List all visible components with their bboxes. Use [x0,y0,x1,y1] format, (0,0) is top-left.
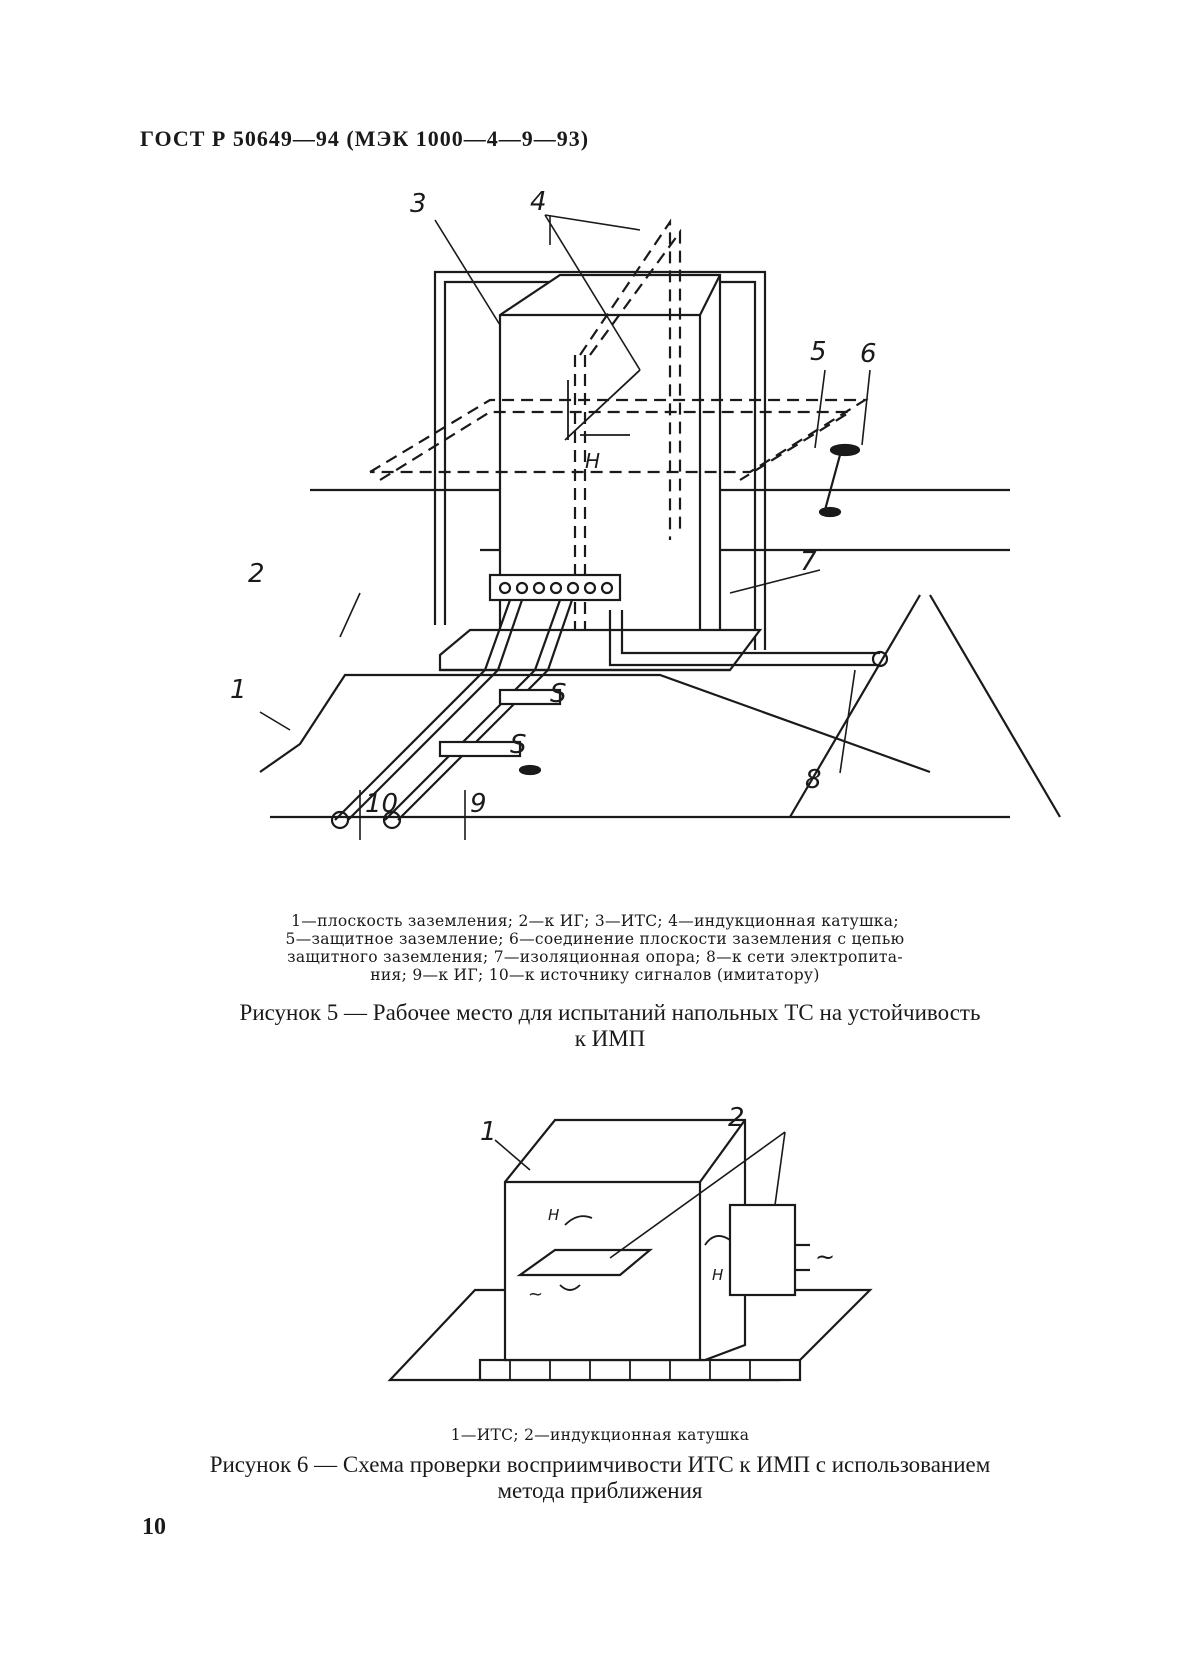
label-5: 5 [810,337,827,367]
standard-header: ГОСТ Р 50649—94 (МЭК 1000—4—9—93) [140,126,590,151]
legend-line: 1—плоскость заземления; 2—к ИГ; 3—ИТС; 4… [291,912,899,930]
figure-5-drawing: 3 4 5 6 7 2 1 8 10 9 S S H [230,187,1061,880]
label-2: 2 [248,559,265,589]
ground-plane [259,594,1061,819]
label-10: 10 [365,789,398,819]
signal-cables [330,599,574,830]
label-7: 7 [800,547,817,577]
figure-6-legend: 1—ИТС; 2—индукционная катушка [380,1426,820,1444]
label-h: H [585,449,600,473]
induction-coil-dashed [369,218,869,660]
caption-line: к ИМП [574,1026,646,1051]
insulating-support [438,628,763,672]
figure-5-legend: 1—плоскость заземления; 2—к ИГ; 3—ИТС; 4… [230,912,960,984]
label-6: 6 [860,339,877,369]
label-2: 2 [728,1103,745,1133]
caption-line: Рисунок 5 — Рабочее место для испытаний … [239,1000,981,1025]
label-ac-side: ~ [815,1243,835,1271]
figure-6-caption: Рисунок 6 — Схема проверки восприимчивос… [140,1452,1060,1504]
label-h-side: H [712,1266,723,1284]
label-s-lower: S [510,730,527,760]
legend-line: защитного заземления; 7—изоляционная опо… [287,948,903,966]
label-s-upper: S [550,679,567,709]
page-number: 10 [142,1514,166,1540]
legend-line: 1—ИТС; 2—индукционная катушка [450,1426,750,1444]
legend-line: 5—защитное заземление; 6—соединение плос… [285,930,905,948]
caption-line: метода приближения [497,1478,703,1503]
caption-line: Рисунок 6 — Схема проверки восприимчивос… [209,1452,991,1477]
label-h-front: H [548,1206,559,1224]
label-1: 1 [480,1117,497,1147]
figure-6-drawing: 1 2 H H ~ ~ [380,1103,880,1420]
label-ac-front: ~ [528,1284,543,1305]
label-4: 4 [530,187,547,217]
label-3: 3 [410,189,427,219]
label-9: 9 [470,789,487,819]
legend-line: ния; 9—к ИГ; 10—к источнику сигналов (им… [370,966,820,984]
label-1: 1 [230,675,247,705]
figure-5-caption: Рисунок 5 — Рабочее место для испытаний … [160,1000,1060,1052]
label-8: 8 [805,765,822,795]
